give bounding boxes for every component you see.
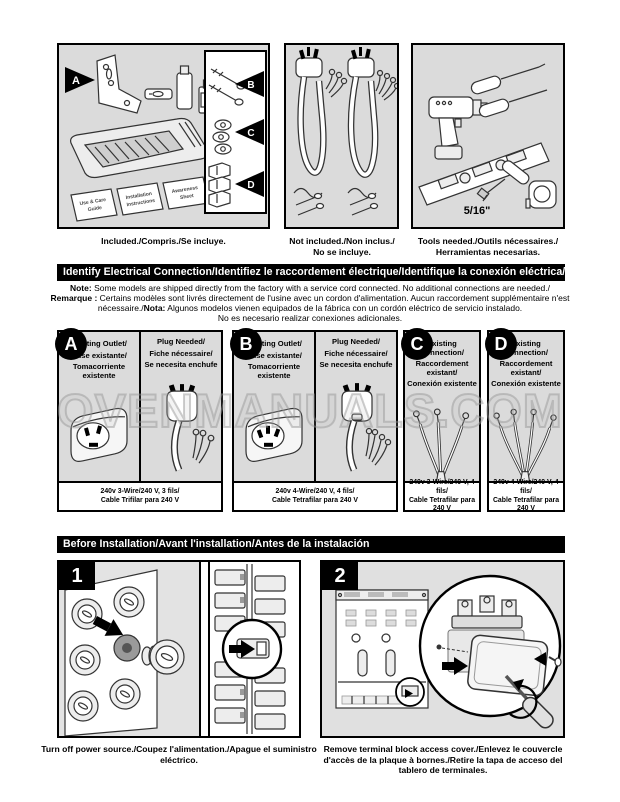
step-1-number: 1 [59,562,95,590]
option-b-plug-heading: Plug Needed/Fiche nécessaire/Se necesita… [319,337,393,370]
clip-part-icon [144,88,173,100]
svg-text:A: A [72,75,80,87]
included-parts-illustration: A Use & Care Guide [65,50,267,222]
option-d-heading: Existing Connection/Raccordement existan… [491,339,561,389]
step-1-panel: 1 [57,560,301,738]
option-a-badge: A [55,328,87,360]
option-panel-c: C Existing Connection/Raccordement exist… [401,328,481,512]
flip-breaker-arrow-icon [229,640,255,658]
pulled-fuse-icon [141,639,185,675]
option-d-caption: 240v 4-Wire/240 V, 4 fils/Cable Tetrafil… [489,479,563,512]
outlet-4prong-icon [245,408,303,463]
drill-icon [428,96,506,160]
option-panel-d: D Existing Connection/Raccordement exist… [485,328,565,512]
turn-off-power-illustration [59,562,286,736]
booklet-use-care: Use & Care Guide [70,188,118,222]
option-b-badge: B [230,328,262,360]
label-d-arrow-icon: D [235,171,264,197]
step-2-caption: Remove terminal block access cover./Enle… [323,744,563,775]
svg-text:Sheet: Sheet [180,193,195,201]
remove-cover-illustration [322,562,563,736]
tools-caption: Tools needed./Outils nécessaires./Herram… [417,236,559,257]
option-a-caption: 240v 3-Wire/240 V, 3 fils/Cable Trifilar… [59,481,221,510]
svg-text:Installation: Installation [125,191,152,201]
anti-tip-bracket-icon [96,54,142,114]
remove-fuse-arrow-icon [92,616,124,636]
power-cord-3wire-icon [295,47,348,176]
tools-needed-panel: 5/16" [411,43,565,229]
screwdriver-icons [470,63,548,118]
plug-3prong-icon [166,383,215,472]
push-cover-arrow-icon [442,657,468,675]
option-d-badge: D [485,328,517,360]
wires-4-icon [493,408,557,483]
cover-screw-icon [534,652,562,667]
option-b-existing-heading: Existing Outlet/Prise existante/Tomacorr… [246,339,302,380]
electrical-note: Note: Some models are shipped directly f… [50,283,570,323]
fuse-box-icon [64,569,185,736]
option-c-caption: 240v 3-Wire/240 V, 4 fils/Cable Tetrafil… [405,479,479,512]
option-c-badge: C [401,328,433,360]
before-installation-header: Before Installation/Avant l'installation… [57,536,565,553]
power-cords-illustration [293,47,397,216]
svg-text:Guide: Guide [87,205,102,213]
step-2-panel: 2 [320,560,565,738]
label-c-arrow-icon: C [235,119,264,145]
option-panel-a: A Existing Outlet/Prise existante/Tomaco… [55,328,223,512]
nuts-icon [212,119,232,155]
booklet-installation: Installation Instructions [116,182,164,216]
strain-relief-clamps-icon [293,187,379,216]
included-caption: Included./Compris./Se incluye. [101,236,226,246]
power-cord-4wire-icon [347,47,397,178]
svg-text:Instructions: Instructions [126,198,155,208]
svg-text:Use & Care: Use & Care [79,197,107,207]
label-b-arrow-icon: B [235,71,264,97]
tools-illustration: 5/16" [418,63,557,217]
nut-driver-icon: 5/16" [464,160,530,217]
access-cover-icon [467,634,549,697]
tape-measure-icon [525,180,557,209]
svg-text:B: B [247,80,254,91]
step-2-number: 2 [322,562,358,590]
not-included-panel [284,43,399,229]
wires-3-icon [412,408,470,483]
hardware-subpanel: B C D [204,50,267,214]
identify-electrical-header: Identify Electrical Connection/Identifie… [57,264,565,281]
level-icon [418,142,550,206]
magnified-terminal-view [418,574,562,729]
svg-text:Awareness: Awareness [171,185,198,195]
step-1-caption: Turn off power source./Coupez l'alimenta… [41,744,317,765]
option-b-caption: 240v 4-Wire/240 V, 4 fils/Cable Tetrafil… [234,481,396,510]
option-a-existing-heading: Existing Outlet/Prise existante/Tomacorr… [71,339,127,380]
included-parts-panel: A Use & Care Guide [57,43,270,229]
label-a-arrow-icon: A [65,67,95,93]
broiler-pan-icon [70,117,209,179]
option-a-plug-heading: Plug Needed/Fiche nécessaire/Se necesita… [144,337,218,370]
range-back-icon [335,589,429,709]
outlet-3prong-icon [70,408,128,463]
brackets-icon [208,162,231,208]
svg-text:D: D [247,180,254,191]
booklet-awareness: Awareness Sheet [162,176,210,210]
not-included-caption: Not included./Non inclus./No se incluye. [289,236,395,257]
svg-text:C: C [247,128,254,139]
option-panel-b: B Existing Outlet/Prise existante/Tomaco… [230,328,398,512]
breaker-panel-icon [214,564,286,734]
plug-4prong-icon [341,382,392,472]
nut-driver-size-label: 5/16" [464,205,491,217]
screwdriver-turn-icon [504,674,554,729]
option-c-heading: Existing Connection/Raccordement existan… [407,339,477,389]
